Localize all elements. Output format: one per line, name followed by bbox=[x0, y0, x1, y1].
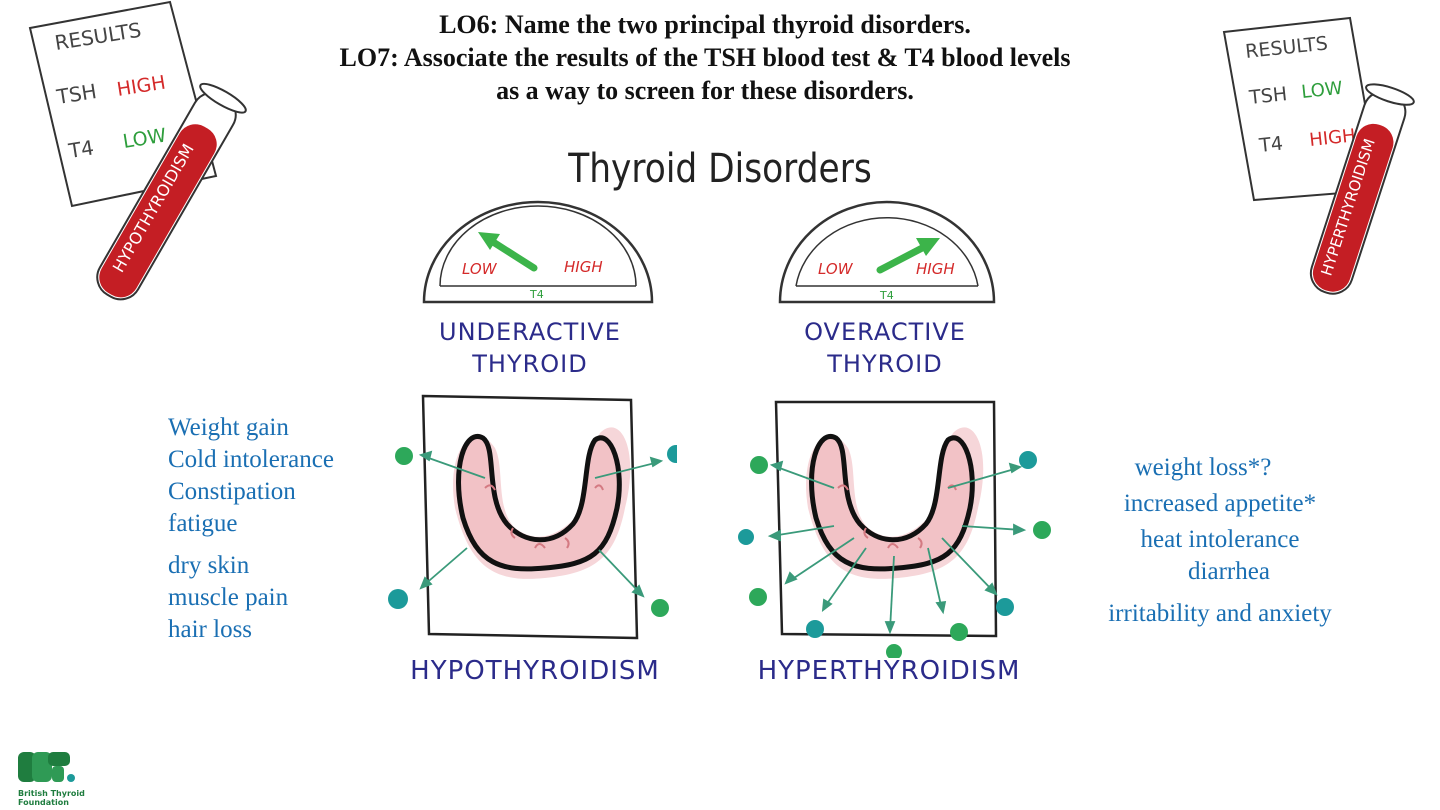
gauge-low-label: LOW bbox=[462, 260, 498, 278]
hormone-arrows bbox=[767, 460, 1027, 635]
symptom-item: increased appetite* bbox=[1123, 490, 1317, 517]
hyperthyroid-gland-illustration bbox=[738, 400, 1051, 658]
green-dot bbox=[1033, 521, 1051, 539]
teal-dot bbox=[667, 445, 677, 463]
hypothyroid-gland-illustration bbox=[388, 394, 677, 640]
teal-dot bbox=[1019, 451, 1037, 469]
tsh-value: LOW bbox=[1300, 78, 1344, 103]
green-dot bbox=[750, 456, 768, 474]
left-results-illustration: RESULTS TSH HIGH T4 LOW HYPOTHYROIDISM bbox=[28, 0, 247, 301]
symptom-item: irritability and anxiety bbox=[1108, 600, 1332, 627]
learning-objectives: LO6: Name the two principal thyroid diso… bbox=[200, 8, 1210, 107]
overactive-label: OVERACTIVE THYROID bbox=[780, 316, 990, 380]
t4-label: T4 bbox=[1257, 133, 1284, 157]
green-dot bbox=[749, 588, 767, 606]
overactive-line-2: THYROID bbox=[827, 350, 943, 378]
tsh-label: TSH bbox=[1247, 83, 1288, 109]
green-dot bbox=[950, 623, 968, 641]
symptom-item: hair loss bbox=[168, 616, 253, 643]
objective-line-3: as a way to screen for these disorders. bbox=[496, 76, 914, 105]
hyperthyroidism-label: HYPERTHYROIDISM bbox=[757, 656, 1021, 686]
symptom-item: diarrhea bbox=[1188, 558, 1270, 585]
hormone-arrows bbox=[418, 450, 664, 598]
symptom-item: Weight gain bbox=[168, 414, 289, 441]
symptom-item: weight loss*? bbox=[1134, 454, 1272, 481]
teal-dot bbox=[738, 529, 754, 545]
teal-dot bbox=[996, 598, 1014, 616]
symptom-item: dry skin bbox=[168, 552, 250, 579]
hyperthyroid-symptoms: weight loss*? increased appetite* heat i… bbox=[1080, 452, 1360, 630]
overactive-line-1: OVERACTIVE bbox=[804, 318, 966, 346]
hypothyroidism-label: HYPOTHYROIDISM bbox=[410, 656, 660, 686]
underactive-line-2: THYROID bbox=[472, 350, 588, 378]
teal-dot bbox=[388, 589, 408, 609]
green-dot bbox=[395, 447, 413, 465]
gauge-low-label: LOW bbox=[818, 260, 854, 278]
t4-label: T4 bbox=[66, 135, 95, 163]
teal-dot bbox=[806, 620, 824, 638]
gauge-high-label: HIGH bbox=[916, 260, 955, 278]
objective-line-1: LO6: Name the two principal thyroid diso… bbox=[439, 10, 971, 39]
symptom-item: Cold intolerance bbox=[168, 446, 334, 473]
diagram-title: Thyroid Disorders bbox=[568, 146, 872, 192]
hypothyroid-symptoms: Weight gain Cold intolerance Constipatio… bbox=[168, 412, 334, 646]
btf-logo-mark bbox=[18, 752, 75, 782]
underactive-line-1: UNDERACTIVE bbox=[439, 318, 621, 346]
thyroid-gland-shape bbox=[456, 434, 622, 572]
thyroid-gland-shape bbox=[809, 434, 975, 572]
logo-line-2: Foundation bbox=[18, 798, 69, 807]
green-dot bbox=[651, 599, 669, 617]
objective-line-2: LO7: Associate the results of the TSH bl… bbox=[339, 43, 1071, 72]
gauge-needle bbox=[876, 238, 940, 274]
green-dot bbox=[886, 644, 902, 658]
symptom-item: Constipation bbox=[168, 478, 296, 505]
logo-line-1: British Thyroid bbox=[18, 789, 85, 798]
right-results-illustration: RESULTS TSH LOW T4 HIGH HYPERTHYROIDISM bbox=[1222, 16, 1415, 295]
symptom-item: fatigue bbox=[168, 510, 238, 537]
gauge-unit-label: T4 bbox=[529, 288, 544, 301]
left-t4-gauge: LOW HIGH T4 bbox=[422, 200, 654, 304]
t4-value: HIGH bbox=[1308, 125, 1356, 151]
right-t4-gauge: LOW HIGH T4 bbox=[778, 200, 996, 304]
symptom-item: heat intolerance bbox=[1140, 526, 1300, 553]
gauge-needle bbox=[478, 232, 538, 272]
btf-logo: British Thyroid Foundation bbox=[18, 750, 88, 807]
underactive-label: UNDERACTIVE THYROID bbox=[420, 316, 640, 380]
symptom-item: muscle pain bbox=[168, 584, 289, 611]
gauge-unit-label: T4 bbox=[879, 289, 894, 302]
gauge-high-label: HIGH bbox=[564, 258, 603, 276]
